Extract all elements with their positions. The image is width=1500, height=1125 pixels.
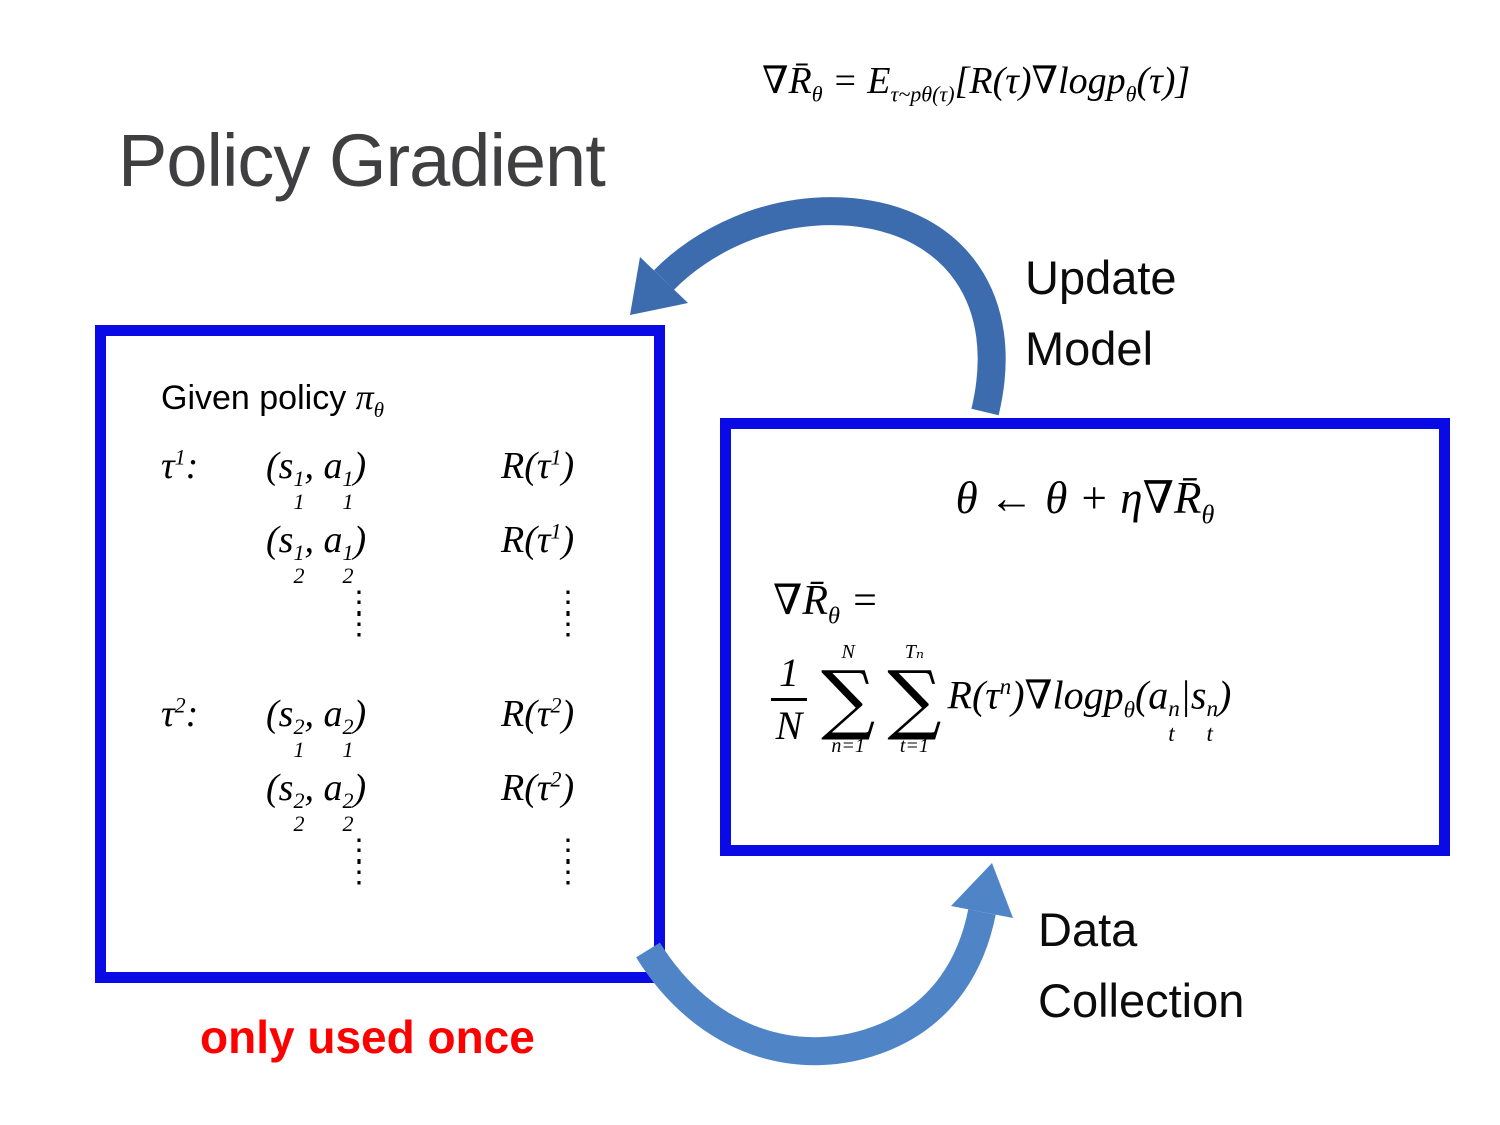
vertical-ellipsis: ⋮ ⋮: [553, 585, 583, 642]
update-model-label-line1: Update: [1025, 251, 1177, 304]
page-title: Policy Gradient: [118, 119, 606, 202]
update-model-arrow: [653, 197, 1006, 416]
data-collection-label-line1: Data: [1038, 903, 1138, 956]
ellipsis-row: ⋮ ⋮ ⋮ ⋮: [161, 585, 639, 692]
update-model-arrowhead: [630, 257, 688, 315]
data-collection-label: Data Collection: [1038, 895, 1244, 1036]
data-collection-arrow: [636, 909, 996, 1066]
only-used-once-note: only used once: [200, 1011, 535, 1063]
vertical-ellipsis: ⋮ ⋮: [553, 833, 583, 890]
vertical-ellipsis: ⋮ ⋮: [344, 833, 374, 890]
pi-theta-symbol: πθ: [355, 377, 384, 423]
data-collection-label-line2: Collection: [1038, 973, 1245, 1027]
gradient-lhs-formula: ∇R̄θ =: [773, 578, 879, 630]
reward-value: R(τ1): [501, 444, 575, 487]
tau1-label: τ1:: [161, 444, 199, 487]
policy-gradient-expectation-formula: ∇R̄θ = Eτ~pθ(τ)[R(τ)∇logpθ(τ)]: [762, 60, 1191, 107]
update-model-label-line2: Model: [1025, 321, 1154, 375]
given-policy-label: Given policy πθ: [161, 376, 384, 423]
reward-value: R(τ1): [501, 518, 575, 561]
theta-update-rule-formula: θ ← θ + η∇R̄θ: [955, 473, 1215, 529]
vertical-ellipsis: ⋮ ⋮: [344, 585, 374, 642]
tau2-label: τ2:: [161, 692, 199, 735]
reward-value: R(τ2): [501, 766, 575, 809]
update-model-label: Update Model: [1025, 243, 1177, 384]
ellipsis-row: ⋮ ⋮ ⋮ ⋮: [161, 833, 639, 940]
data-collection-arrowhead: [951, 863, 1013, 918]
given-policy-text: Given policy: [161, 379, 356, 417]
reward-value: R(τ2): [501, 692, 575, 735]
